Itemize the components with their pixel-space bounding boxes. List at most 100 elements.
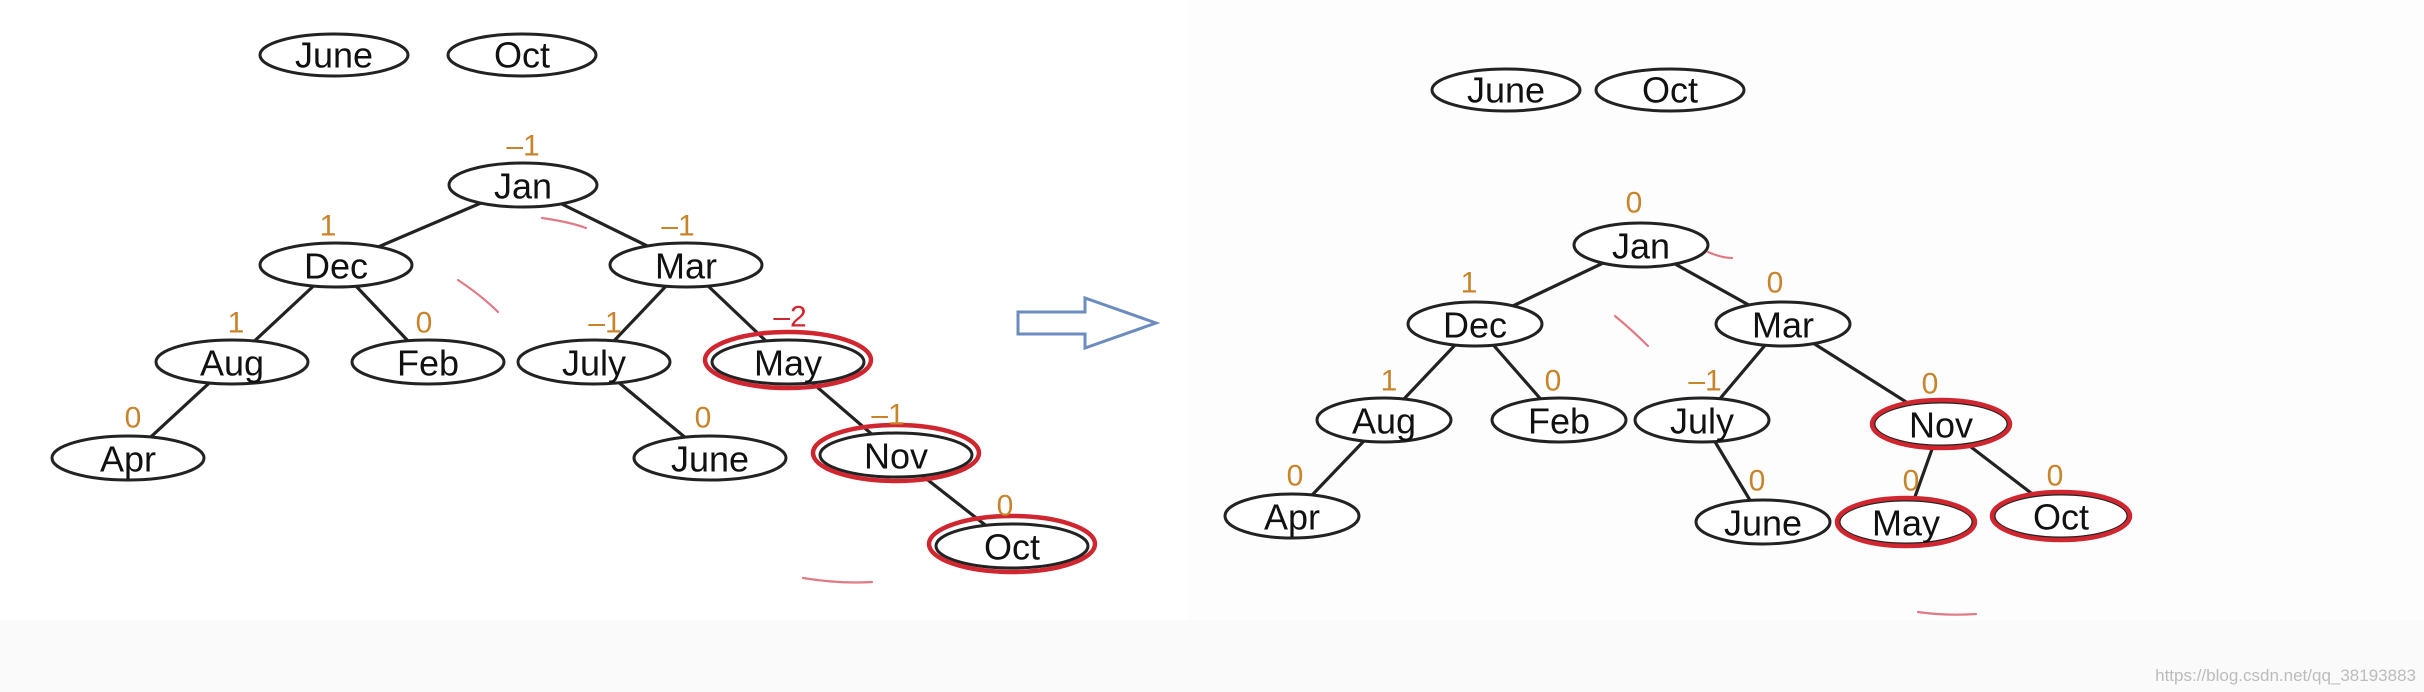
node-label: Feb — [397, 343, 459, 384]
pending-node-label: June — [1467, 70, 1545, 111]
balance-factor: 1 — [320, 210, 337, 243]
pen-stroke — [1706, 250, 1734, 260]
node-label: Jan — [494, 166, 552, 207]
balance-factor: 1 — [1461, 267, 1478, 300]
after-node-july: July–1 — [1633, 365, 1771, 444]
balance-factor: 0 — [1545, 365, 1562, 398]
after-node-dec: Dec 1 — [1406, 267, 1544, 348]
before-node-mar: Mar–1 — [608, 210, 764, 289]
pending-node-label: Oct — [494, 35, 550, 76]
balance-factor: 0 — [695, 402, 712, 435]
node-label: June — [1724, 503, 1802, 544]
node-outline — [710, 338, 866, 386]
pending-node-outline — [258, 32, 410, 78]
before-node-july: July–1 — [516, 307, 672, 386]
before-pending-node-oct: Oct — [446, 32, 598, 78]
node-label: Nov — [864, 436, 928, 477]
node-outline — [1490, 396, 1628, 444]
node-outline — [1223, 492, 1361, 540]
balance-factor: 0 — [1626, 187, 1643, 220]
highlight-ring — [1989, 489, 2133, 543]
before-pending-node-june: June — [258, 32, 410, 78]
node-outline — [50, 434, 206, 482]
pending-node-outline — [1594, 67, 1746, 113]
after-pending-node-june: June — [1430, 67, 1582, 113]
balance-factor: 1 — [228, 307, 245, 340]
node-outline — [350, 338, 506, 386]
node-label: Dec — [304, 246, 368, 287]
balance-factor: 0 — [1922, 368, 1939, 401]
node-outline — [608, 241, 764, 289]
before-node-nov: Nov –1 — [810, 399, 982, 484]
pen-stroke — [801, 576, 874, 584]
node-label: Mar — [1752, 305, 1814, 346]
node-label: Apr — [1264, 497, 1320, 538]
balance-factor: 0 — [416, 307, 433, 340]
node-label: July — [1670, 401, 1734, 442]
node-label: May — [1872, 503, 1940, 544]
highlight-ring — [1869, 397, 2013, 451]
before-node-may: May –2 — [702, 301, 874, 391]
node-outline — [1572, 221, 1710, 269]
node-outline — [1633, 396, 1771, 444]
node-outline — [818, 431, 974, 479]
pending-node-label: Oct — [1642, 70, 1698, 111]
balance-factor: –1 — [661, 210, 694, 243]
balance-factor: 1 — [1381, 365, 1398, 398]
node-label: May — [754, 343, 822, 384]
balance-factor: 0 — [1287, 460, 1304, 493]
watermark: https://blog.csdn.net/qq_38193883 — [2155, 666, 2416, 685]
pen-annotations — [456, 216, 1978, 616]
node-outline — [632, 434, 788, 482]
after-node-jan: Jan 0 — [1572, 187, 1710, 269]
node-outline — [1694, 498, 1832, 546]
balance-factor: 0 — [1749, 465, 1766, 498]
balance-factor: –1 — [588, 307, 621, 340]
pen-stroke — [540, 216, 588, 230]
balance-factor: –2 — [773, 301, 806, 334]
node-outline — [1714, 300, 1852, 348]
node-outline — [447, 161, 599, 209]
before-node-oct: Oct 0 — [926, 490, 1098, 575]
node-outline — [934, 522, 1090, 570]
node-label: Mar — [655, 246, 717, 287]
node-label: Dec — [1443, 305, 1507, 346]
node-label: Oct — [984, 527, 1040, 568]
node-label: Feb — [1528, 401, 1590, 442]
balance-factor: –1 — [871, 399, 904, 432]
highlight-ring — [702, 329, 874, 391]
pending-node-outline — [446, 32, 598, 78]
node-label: Jan — [1612, 226, 1670, 267]
node-label: Aug — [200, 343, 264, 384]
node-outline — [1406, 300, 1544, 348]
before-node-june: June 0 — [632, 402, 788, 482]
node-label: Aug — [1352, 401, 1416, 442]
pen-stroke — [456, 278, 500, 314]
after-pending-node-oct: Oct — [1594, 67, 1746, 113]
balance-factor: –1 — [1688, 365, 1721, 398]
node-label: Apr — [100, 439, 156, 480]
node-label: June — [671, 439, 749, 480]
node-outline — [1315, 396, 1453, 444]
node-outline — [516, 338, 672, 386]
pen-stroke — [1613, 314, 1650, 348]
pen-stroke — [1916, 610, 1978, 616]
after-node-apr: Apr 0 — [1223, 460, 1361, 540]
after-node-june: June 0 — [1694, 465, 1832, 546]
balance-factor: 0 — [125, 402, 142, 435]
balance-factor: 0 — [2047, 460, 2064, 493]
balance-factor: 0 — [997, 490, 1014, 523]
